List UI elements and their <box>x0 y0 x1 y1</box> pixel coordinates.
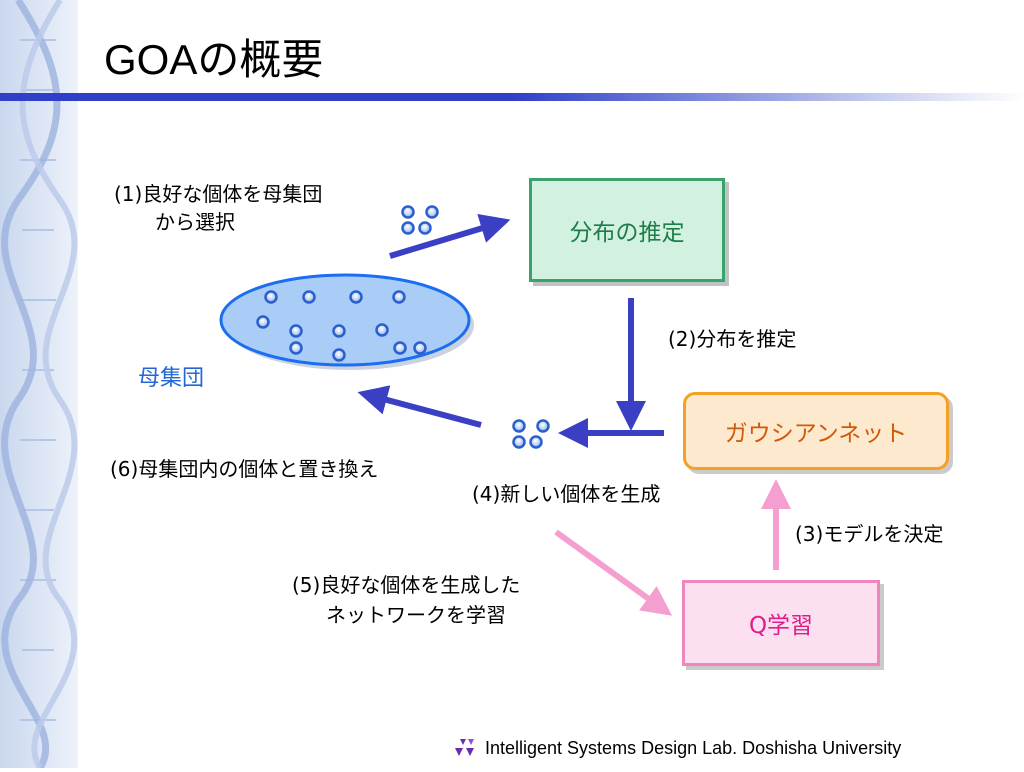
title-rule <box>0 93 1024 101</box>
population-ellipse <box>219 273 474 370</box>
step2-label: (2)分布を推定 <box>668 327 797 351</box>
dna-helix-icon <box>1 0 78 770</box>
step5-label: (5)良好な個体を生成した <box>292 573 521 597</box>
population-label: 母集団 <box>138 366 205 391</box>
gaussian-net-box: ガウシアンネット <box>683 392 949 470</box>
arrow-select <box>389 213 511 259</box>
purple-triangle-cluster-icon <box>455 739 474 756</box>
step1-label-cont: から選択 <box>155 210 235 234</box>
footer: Intelligent Systems Design Lab. Doshisha… <box>453 737 901 759</box>
population-individuals <box>256 290 427 362</box>
step3-label: (3)モデルを決定 <box>795 522 944 546</box>
step6-label: (6)母集団内の個体と置き換え <box>110 457 379 481</box>
selected-individuals <box>401 205 439 235</box>
arrow-learn <box>554 529 673 616</box>
new-individuals <box>512 419 550 449</box>
footer-text: Intelligent Systems Design Lab. Doshisha… <box>485 737 902 758</box>
q-learning-box: Q学習 <box>682 580 880 666</box>
step5-label-cont: ネットワークを学習 <box>326 603 506 627</box>
step1-label: (1)良好な個体を母集団 <box>114 182 323 206</box>
distribution-estimation-box: 分布の推定 <box>529 178 725 282</box>
step4-label: (4)新しい個体を生成 <box>472 482 661 506</box>
side-band <box>0 0 78 770</box>
page-title: GOAの概要 <box>104 36 324 83</box>
arrow-replace <box>357 385 482 428</box>
